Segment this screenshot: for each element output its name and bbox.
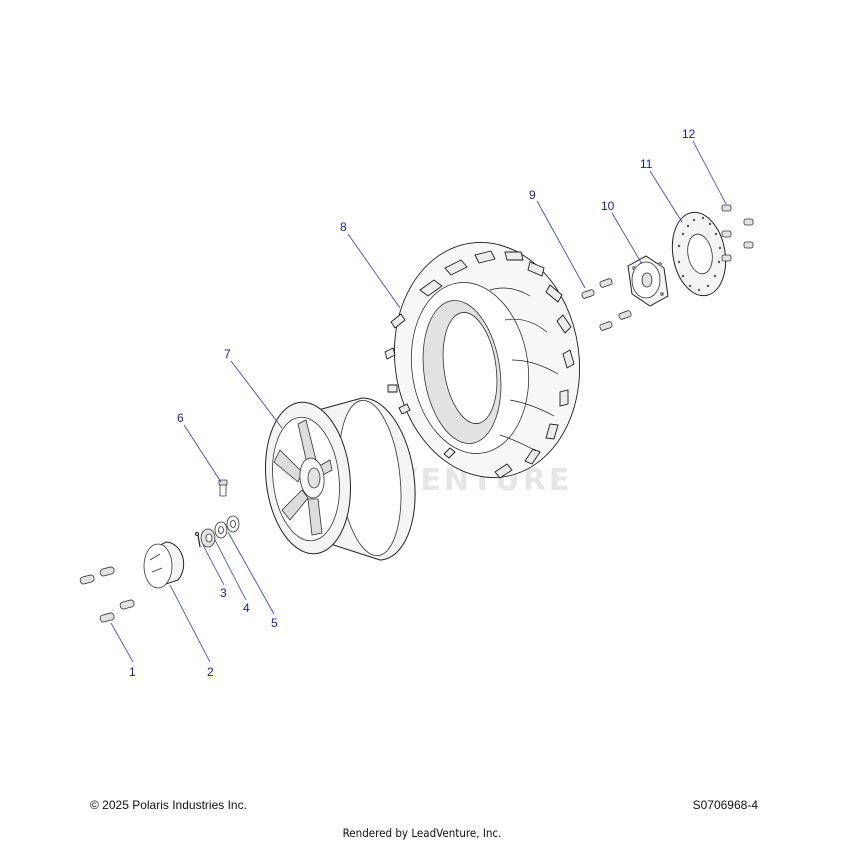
brake-disc-bolts[interactable] [721,204,754,262]
callout-5[interactable]: 5 [271,616,278,630]
callout-1[interactable]: 1 [129,665,136,679]
center-cap[interactable] [143,541,185,589]
callout-10[interactable]: 10 [601,199,615,213]
callout-4[interactable]: 4 [243,601,250,615]
callout-11[interactable]: 11 [640,157,653,171]
washer-outer[interactable] [226,515,240,533]
copyright-text: © 2025 Polaris Industries Inc. [90,798,247,812]
diagram-id: S0706968-4 [692,798,758,812]
rendered-by-text: Rendered by LeadVenture, Inc. [342,826,502,840]
callout-12[interactable]: 12 [682,127,696,141]
callout-2[interactable]: 2 [207,665,214,679]
brake-disc[interactable] [666,208,732,300]
valve-stem[interactable] [218,479,228,497]
wheel-rim[interactable] [258,397,416,561]
callout-3[interactable]: 3 [220,586,227,600]
callout-8[interactable]: 8 [340,220,347,234]
callout-labels: 1 2 3 4 5 6 7 8 9 10 11 12 [129,127,696,679]
callout-6[interactable]: 6 [177,411,184,425]
leader-lines [110,140,727,663]
washer-inner[interactable] [214,521,228,539]
cotter-pin[interactable] [195,532,201,548]
callout-9[interactable]: 9 [529,188,536,202]
wheel-hub[interactable] [627,255,669,307]
wheel-studs[interactable] [581,278,632,331]
tire[interactable] [379,230,594,489]
lug-nuts[interactable] [79,566,135,623]
castle-nut[interactable] [200,528,216,548]
callout-7[interactable]: 7 [224,347,231,361]
